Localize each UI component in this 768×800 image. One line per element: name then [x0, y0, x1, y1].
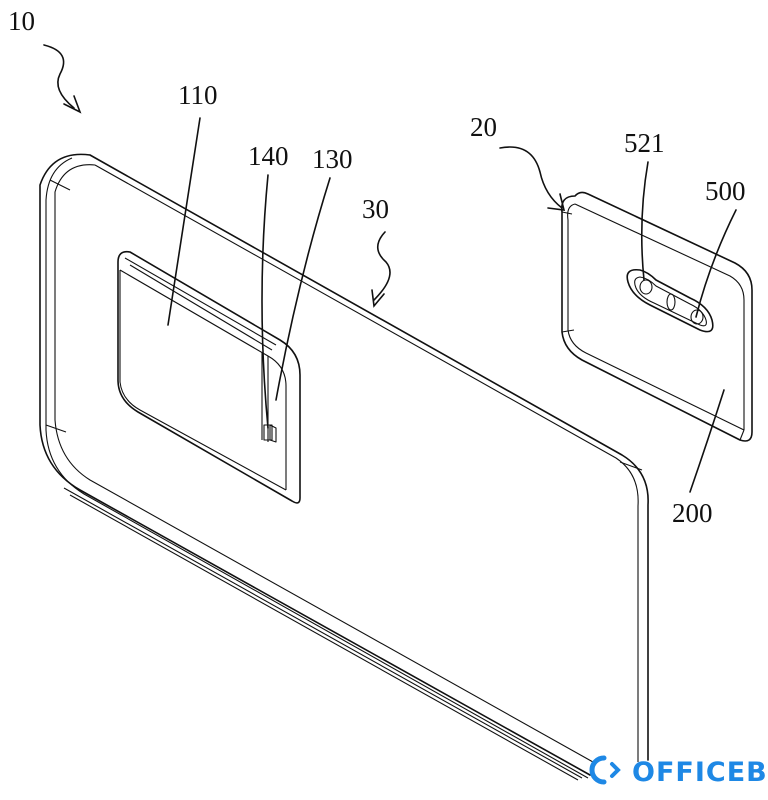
label-521: 521: [624, 128, 665, 158]
label-10: 10: [8, 6, 35, 36]
arrow-10: [63, 95, 82, 114]
leader-lines: [43, 44, 737, 493]
housing-corner-detail: [45, 179, 643, 471]
window-521: [626, 268, 714, 333]
leader-200: [689, 389, 725, 493]
housing-side-edge: [45, 157, 589, 781]
leader-10: [43, 44, 75, 109]
watermark: OFFICEBA: [589, 755, 768, 788]
window-521-inner: [634, 276, 707, 327]
recess-flange: [117, 250, 301, 504]
housing-top-rim: [54, 164, 639, 763]
label-140: 140: [248, 141, 289, 171]
label-500: 500: [705, 176, 746, 206]
camera-recess: [117, 250, 301, 504]
leader-20: [499, 146, 563, 209]
lens-left-icon: [639, 279, 653, 295]
recess-top-ledge: [124, 257, 277, 351]
arrow-30: [371, 289, 385, 308]
camera-module: [560, 191, 753, 442]
leader-140: [261, 174, 269, 429]
housing-outer-edge: [39, 153, 649, 776]
lens-center-icon: [666, 293, 676, 311]
officeba-logo-icon: [589, 755, 621, 785]
arrow-20: [547, 193, 566, 211]
leader-500: [695, 209, 737, 318]
module-top-face: [567, 203, 745, 431]
label-200: 200: [672, 498, 713, 528]
watermark-text: OFFICEBA: [632, 757, 768, 788]
label-110: 110: [178, 80, 218, 110]
module-outline: [560, 191, 753, 442]
leader-521: [640, 161, 649, 281]
leader-110: [167, 117, 201, 326]
leader-30: [373, 231, 391, 301]
label-20: 20: [470, 112, 497, 142]
module-chamfer: [561, 211, 745, 441]
label-30: 30: [362, 194, 389, 224]
lens-right-icon: [690, 309, 704, 325]
leader-130: [275, 177, 331, 401]
label-130: 130: [312, 144, 353, 174]
housing-plate: [39, 153, 649, 781]
